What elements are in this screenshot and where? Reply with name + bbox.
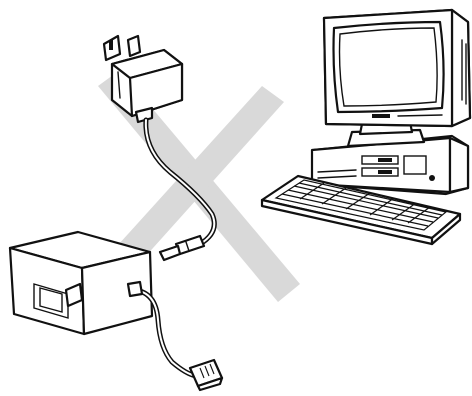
- device-box-icon: [8, 230, 224, 392]
- keyboard-icon: [260, 174, 462, 246]
- ac-adapter-icon: [102, 34, 217, 262]
- desktop-computer-icon: [310, 8, 472, 196]
